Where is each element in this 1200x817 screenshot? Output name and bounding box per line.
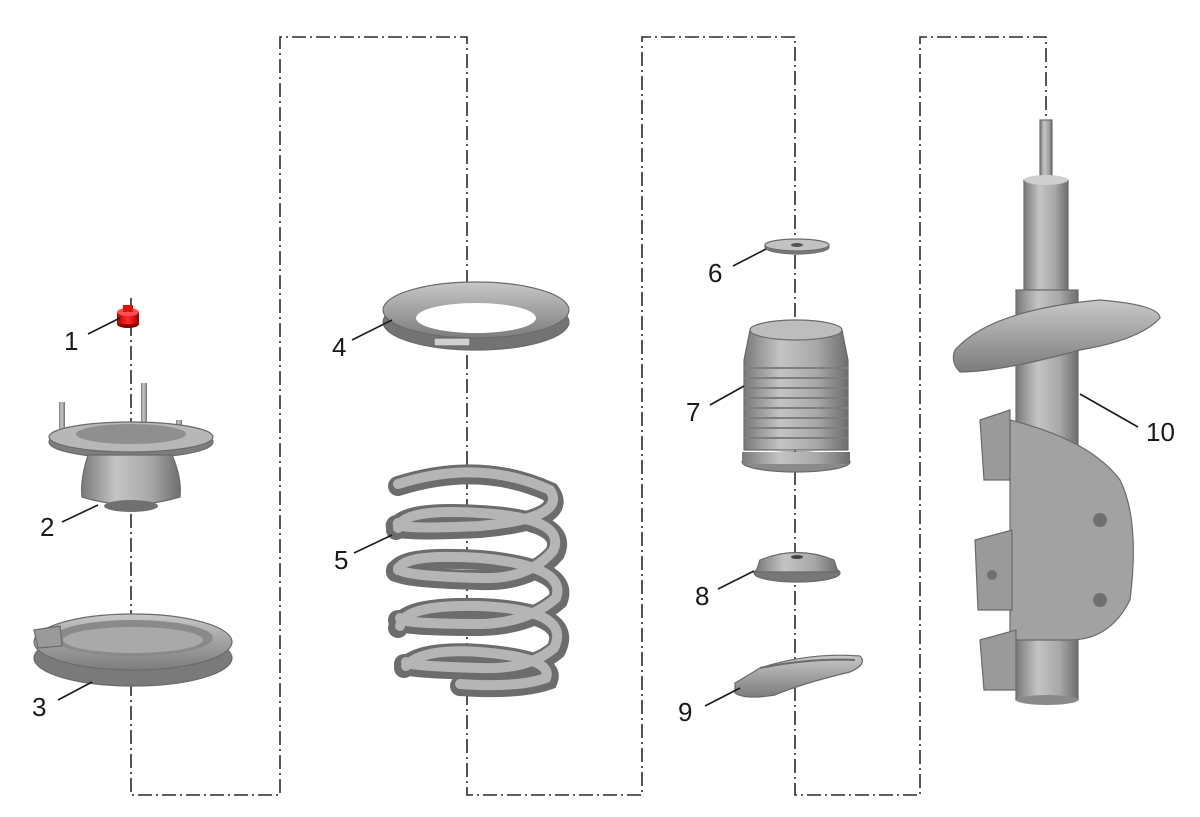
leader-lines	[57, 248, 1139, 707]
part-3-lower-spring-seat	[33, 613, 233, 687]
part-5-coil-spring	[385, 464, 570, 698]
part-7-dust-boot	[741, 319, 851, 473]
leader-line-9	[704, 687, 741, 707]
callout-numbers: 1 2 3 4 5 6 7 8 9 10	[32, 258, 1175, 727]
callout-9: 9	[678, 697, 692, 727]
leader-line-7	[709, 385, 745, 406]
leader-line-8	[717, 570, 755, 590]
leader-line-3	[57, 681, 93, 701]
assembly-line-1	[130, 36, 468, 796]
leader-line-4	[351, 319, 393, 341]
leader-line-2	[61, 504, 99, 523]
callout-10: 10	[1146, 417, 1175, 447]
callout-8: 8	[695, 581, 709, 611]
part-10-strut-assembly	[952, 119, 1161, 705]
callout-3: 3	[32, 692, 46, 722]
callout-1: 1	[64, 326, 78, 356]
part-8-bump-stop	[753, 551, 841, 583]
part-4-upper-spring-isolator	[382, 281, 570, 351]
callout-2: 2	[40, 512, 54, 542]
part-9-lower-insulator	[734, 654, 863, 698]
leader-line-6	[732, 248, 767, 267]
callout-7: 7	[686, 397, 700, 427]
leader-line-5	[353, 534, 393, 554]
callout-5: 5	[334, 545, 348, 575]
callout-6: 6	[708, 258, 722, 288]
assembly-lines	[130, 36, 1047, 796]
leader-line-10	[1079, 393, 1139, 428]
part-2-upper-mount	[48, 383, 214, 512]
assembly-line-2	[466, 36, 796, 796]
assembly-line-3	[794, 36, 1047, 796]
leader-line-1	[87, 317, 121, 335]
part-1-nut	[117, 305, 139, 328]
part-6-washer	[764, 238, 830, 255]
callout-4: 4	[332, 332, 346, 362]
